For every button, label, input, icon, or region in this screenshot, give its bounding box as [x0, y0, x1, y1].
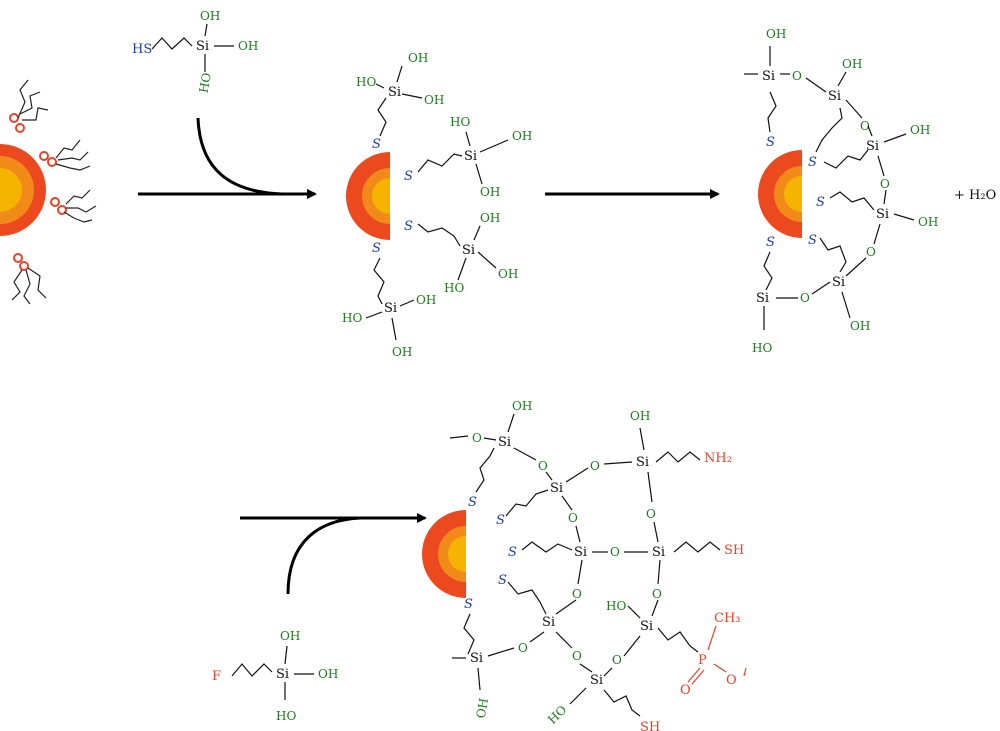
svg-text:HO: HO: [545, 702, 569, 726]
svg-text:O: O: [590, 459, 600, 473]
svg-text:Si: Si: [866, 139, 879, 154]
svg-text:OH: OH: [850, 319, 870, 333]
f-label: F: [212, 669, 221, 684]
svg-text:HO: HO: [356, 75, 376, 89]
svg-text:OH: OH: [280, 629, 300, 643]
svg-text:Si: Si: [388, 85, 401, 100]
svg-text:HO: HO: [197, 71, 214, 94]
svg-text:S: S: [808, 155, 817, 170]
svg-text:HO: HO: [606, 599, 626, 613]
svg-text:OH: OH: [200, 9, 220, 23]
svg-text:O: O: [652, 587, 662, 601]
svg-text:O: O: [612, 653, 622, 667]
svg-text:Si: Si: [756, 291, 769, 306]
svg-text:O: O: [866, 245, 876, 259]
reaction-arrow-1: [138, 117, 317, 199]
svg-text:OH: OH: [480, 211, 500, 225]
condensed-siloxane-particle: S S S S S Si OH O Si OH O Si OH O Si OH …: [744, 27, 938, 355]
svg-text:O: O: [518, 641, 528, 655]
svg-text:S: S: [816, 195, 825, 210]
svg-text:OH: OH: [416, 293, 436, 307]
svg-text:O: O: [800, 291, 810, 305]
water-byproduct: + H₂O: [954, 188, 996, 203]
svg-text:OH: OH: [766, 27, 786, 41]
svg-text:Si: Si: [652, 545, 665, 560]
svg-text:SH: SH: [640, 720, 660, 731]
svg-text:OH: OH: [512, 129, 532, 143]
svg-text:O: O: [472, 431, 482, 445]
svg-text:OH: OH: [408, 51, 428, 65]
svg-text:OH: OH: [474, 697, 491, 719]
svg-text:NH₂: NH₂: [704, 451, 732, 466]
svg-text:S: S: [508, 545, 517, 560]
svg-text:S: S: [464, 597, 473, 612]
si-label: Si: [196, 39, 209, 54]
svg-text:Si: Si: [550, 481, 563, 496]
svg-text:Si: Si: [470, 651, 483, 666]
svg-text:S: S: [808, 233, 817, 248]
svg-text:Si: Si: [462, 243, 475, 258]
svg-text:Si: Si: [636, 455, 649, 470]
svg-text:S: S: [766, 235, 775, 250]
svg-text:S: S: [372, 137, 381, 152]
svg-text:O: O: [726, 673, 737, 688]
svg-text:S: S: [496, 513, 505, 528]
svg-text:O: O: [572, 649, 582, 663]
svg-text:OH: OH: [498, 267, 518, 281]
svg-text:S: S: [404, 219, 413, 234]
svg-text:Si: Si: [590, 673, 603, 688]
svg-text:Si: Si: [384, 301, 397, 316]
svg-text:OH: OH: [630, 409, 650, 423]
hs-label: HS: [132, 42, 152, 57]
svg-text:O: O: [880, 177, 890, 191]
svg-text:Si: Si: [640, 619, 653, 634]
svg-text:HO: HO: [752, 341, 772, 355]
svg-text:O: O: [792, 69, 802, 83]
svg-text:OH: OH: [512, 399, 532, 413]
svg-text:O: O: [610, 545, 620, 559]
svg-text:O: O: [538, 459, 548, 473]
svg-text:HO: HO: [276, 709, 296, 723]
svg-text:Si: Si: [762, 69, 775, 84]
svg-text:OH: OH: [392, 345, 412, 359]
svg-text:O: O: [568, 511, 578, 525]
svg-text:OH: OH: [318, 667, 338, 681]
svg-text:Si: Si: [574, 545, 587, 560]
functional-silanetriol: F Si OH OH HO: [212, 629, 338, 723]
svg-text:S: S: [404, 169, 413, 184]
svg-text:S: S: [372, 241, 381, 256]
mercaptopropyl-silanetriol: HS Si OH OH HO: [132, 9, 258, 94]
svg-text:O: O: [646, 507, 656, 521]
svg-text:OH: OH: [238, 39, 258, 53]
svg-text:OH: OH: [480, 185, 500, 199]
svg-text:Si: Si: [832, 275, 845, 290]
svg-text:O: O: [572, 587, 582, 601]
svg-text:O: O: [680, 683, 691, 698]
svg-text:S: S: [468, 495, 477, 510]
reaction-arrow-3: [240, 513, 427, 595]
svg-text:CH₃: CH₃: [714, 611, 741, 626]
functionalized-particle: S S S S S Si OH O O Si O O Si OH NH₂ O: [422, 399, 747, 731]
grafted-silanol-particle: S S S S Si HO OH OH Si HO OH OH Si OH OH…: [342, 51, 532, 359]
svg-text:OH: OH: [918, 215, 938, 229]
svg-text:Si: Si: [876, 207, 889, 222]
starting-nanoparticle: [0, 79, 97, 305]
svg-text:P: P: [698, 653, 707, 668]
svg-text:OH: OH: [842, 57, 862, 71]
svg-text:S: S: [498, 573, 507, 588]
svg-text:OH: OH: [910, 123, 930, 137]
svg-text:OH: OH: [424, 93, 444, 107]
svg-text:Si: Si: [542, 615, 555, 630]
svg-text:HO: HO: [342, 311, 362, 325]
svg-text:Si: Si: [828, 89, 841, 104]
svg-text:Si: Si: [498, 435, 511, 450]
svg-text:S: S: [766, 135, 775, 150]
svg-text:O: O: [860, 119, 870, 133]
svg-text:HO: HO: [450, 115, 470, 129]
svg-text:SH: SH: [724, 543, 744, 558]
svg-text:Si: Si: [276, 667, 289, 682]
svg-text:Si: Si: [464, 149, 477, 164]
svg-text:HO: HO: [444, 281, 464, 295]
